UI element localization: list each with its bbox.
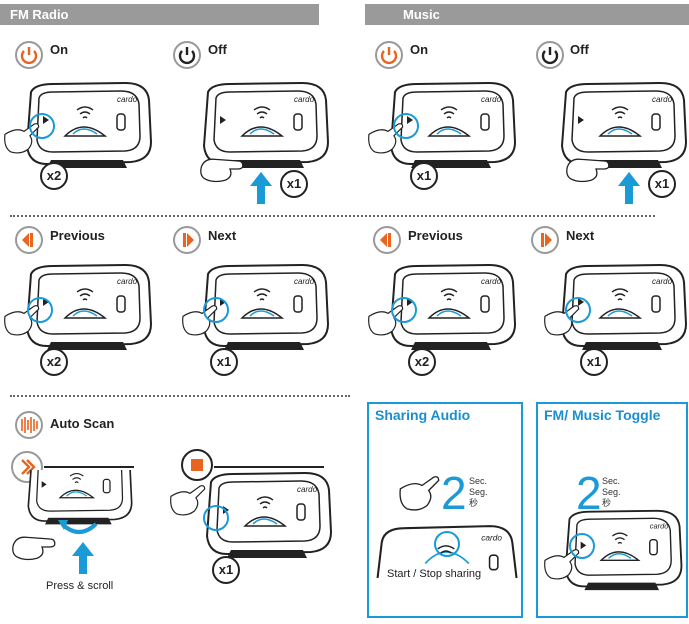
count-badge: x2: [408, 348, 436, 376]
highlight-circle-icon: [29, 113, 55, 139]
hand-icon: [397, 470, 447, 516]
caption-start-stop-sharing: Start / Stop sharing: [387, 568, 482, 580]
label-music-previous: Previous: [408, 228, 463, 243]
timer-units: Sec.Seg.秒: [602, 476, 621, 509]
next-icon: [531, 226, 559, 254]
next-icon: [173, 226, 201, 254]
highlight-circle-icon: [391, 297, 417, 323]
arrow-up-icon: [72, 542, 94, 574]
timer-units: Sec.Seg.秒: [469, 476, 488, 509]
unit-sec: Sec.: [602, 476, 621, 486]
unit-sec: Sec.: [469, 476, 488, 486]
label-fm-next: Next: [208, 228, 237, 243]
count-badge: x1: [410, 162, 438, 190]
highlight-circle-icon: [565, 297, 591, 323]
arrow-up-icon: [618, 172, 640, 204]
unit-seg: Seg.: [469, 487, 488, 497]
panel-title-sharing-audio: Sharing Audio: [375, 407, 471, 423]
label-music-off: Off: [570, 42, 589, 57]
thumb-icon: [564, 152, 620, 186]
timer-number: 2: [441, 467, 467, 519]
label-fm-on: On: [50, 42, 69, 57]
section-header-music: Music: [365, 4, 689, 25]
count-badge: x2: [40, 348, 68, 376]
thumb-icon: [10, 530, 66, 564]
highlight-circle-icon: [569, 533, 595, 559]
power-on-icon: [15, 41, 43, 69]
label-music-next: Next: [566, 228, 595, 243]
dotted-separator: [10, 215, 655, 217]
label-auto-scan: Auto Scan: [50, 416, 115, 431]
panel-title-fm-music-toggle: FM/ Music Toggle: [544, 407, 661, 423]
scroll-arrow-icon: [58, 520, 98, 534]
stop-icon: [181, 449, 213, 481]
count-badge: x1: [280, 170, 308, 198]
dotted-separator: [10, 395, 350, 397]
label-music-on: On: [410, 42, 429, 57]
previous-icon: [15, 226, 43, 254]
device-top-illustration: cardo: [376, 525, 518, 578]
timeline-line: [214, 466, 324, 468]
count-badge: x1: [212, 556, 240, 584]
count-badge: x1: [210, 348, 238, 376]
svg-text:cardo: cardo: [481, 533, 502, 543]
fm-music-toggle-panel: FM/ Music Toggle 2 Sec.Seg.秒: [536, 402, 688, 618]
thumb-icon: [198, 152, 254, 186]
sharing-audio-panel: Sharing Audio 2 Sec.Seg.秒 cardo Start / …: [367, 402, 523, 618]
caption-press-scroll: Press & scroll: [46, 580, 114, 592]
label-fm-previous: Previous: [50, 228, 105, 243]
timeline-line: [44, 466, 134, 468]
unit-third: 秒: [602, 498, 612, 508]
previous-icon: [373, 226, 401, 254]
highlight-circle-icon: [393, 113, 419, 139]
power-off-icon: [536, 41, 564, 69]
count-badge: x1: [580, 348, 608, 376]
highlight-circle-icon: [203, 505, 229, 531]
count-badge: x1: [648, 170, 676, 198]
auto-scan-icon: [15, 411, 43, 439]
count-badge: x2: [40, 162, 68, 190]
label-fm-off: Off: [208, 42, 227, 57]
power-on-icon: [375, 41, 403, 69]
unit-seg: Seg.: [602, 487, 621, 497]
timer-number: 2: [576, 467, 602, 519]
highlight-circle-icon: [203, 297, 229, 323]
highlight-circle-icon: [27, 297, 53, 323]
highlight-circle-icon: [434, 531, 460, 557]
arrow-up-icon: [250, 172, 272, 204]
unit-third: 秒: [469, 498, 479, 508]
power-off-icon: [173, 41, 201, 69]
section-header-fm-radio: FM Radio: [0, 4, 319, 25]
